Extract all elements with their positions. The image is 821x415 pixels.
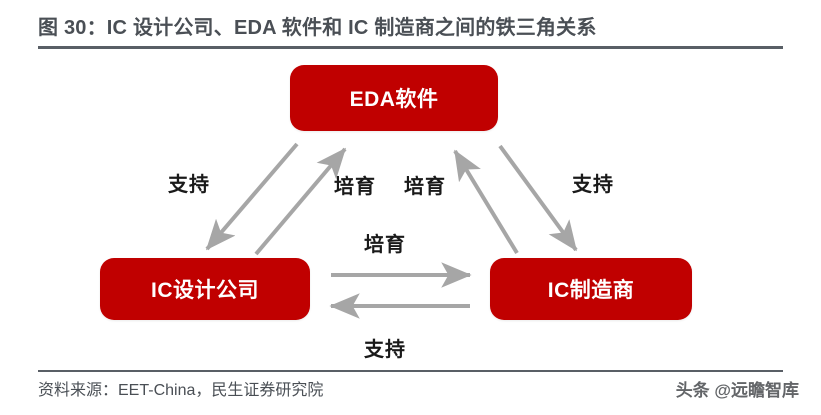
source-note: 资料来源：EET-China，民生证券研究院 [38,382,324,399]
node-eda-software[interactable]: EDA软件 [290,65,498,131]
footer-divider [38,370,783,372]
node-ic-manufacturer[interactable]: IC制造商 [490,258,692,320]
figure-title: 图 30：IC 设计公司、EDA 软件和 IC 制造商之间的铁三角关系 [38,17,597,39]
arrow-eda-to-design [205,142,299,251]
edge-label-top-nurture-right: 培育 [404,176,446,198]
edge-label-middle-support: 支持 [364,339,406,361]
edge-label-middle-nurture: 培育 [364,234,406,256]
edge-label-top-nurture-left: 培育 [334,176,376,198]
node-ic-design-company[interactable]: IC设计公司 [100,258,310,320]
arrow-design-to-eda [254,147,347,256]
watermark: 头条 @远瞻智库 [675,381,799,400]
edge-label-left-support: 支持 [168,174,210,196]
arrow-foundry-to-eda [453,149,519,255]
arrow-eda-to-foundry [498,144,578,252]
title-divider [38,46,783,49]
edge-label-right-support: 支持 [572,174,614,196]
